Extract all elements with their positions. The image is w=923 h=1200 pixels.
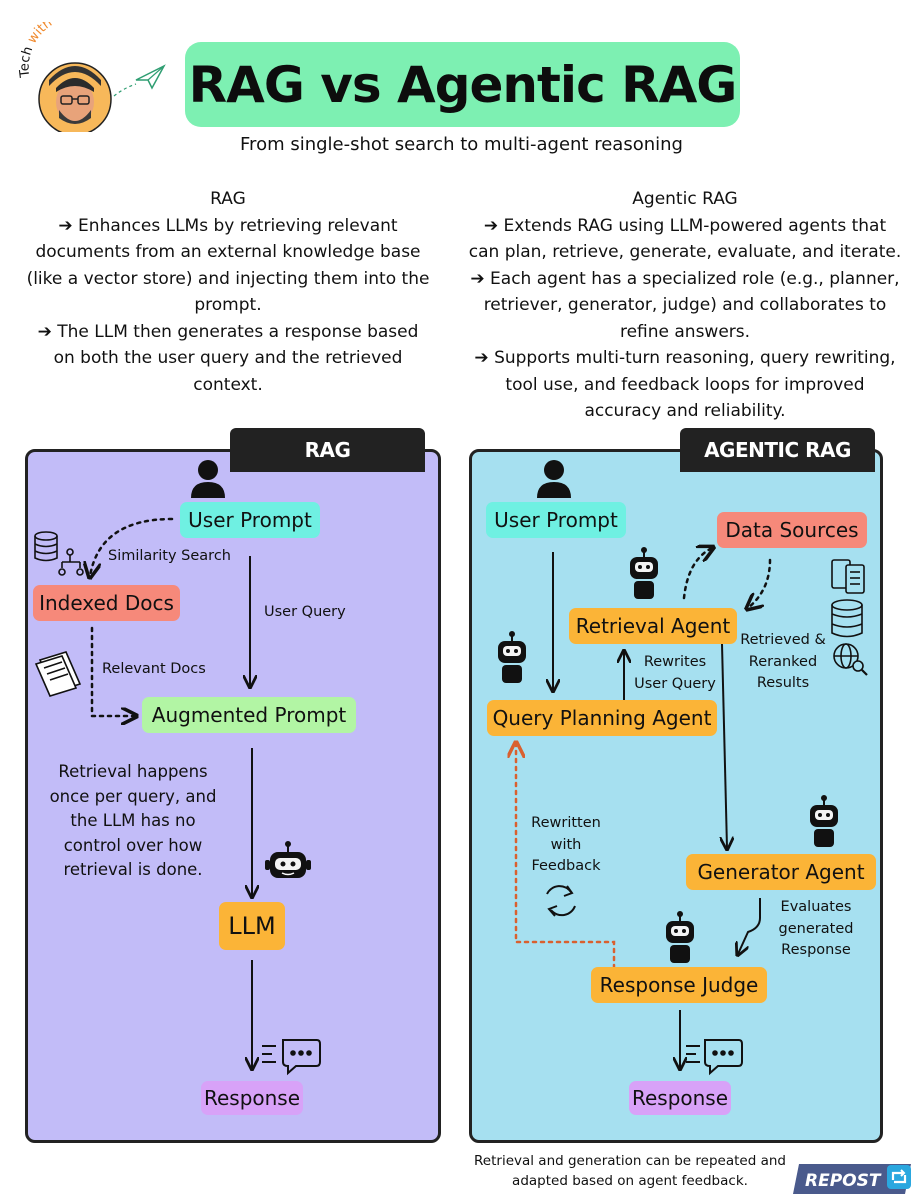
agentic-user-prompt-node: User Prompt	[486, 502, 626, 538]
robot-icon	[265, 841, 311, 878]
rag-note-line: Retrieval happens	[58, 762, 208, 781]
evaluates-response-line: generated	[778, 920, 854, 937]
rag-note-line: control over how	[63, 835, 203, 855]
rag-description-line: (like a vector store) and injecting them…	[26, 268, 430, 289]
agentic-rag-tab: AGENTIC RAG	[680, 428, 875, 472]
evaluates-response-line: Response	[781, 942, 851, 958]
retrieved-reranked-line: Reranked	[748, 653, 818, 670]
arrow-sources-to-retrieval	[748, 558, 772, 608]
rag-description-line: on both the user query and the retrieved	[53, 348, 403, 368]
avatar	[38, 62, 112, 132]
agentic-description-line: accuracy and reliability.	[584, 401, 786, 421]
llm-node: LLM	[219, 902, 285, 950]
indexed-docs-node: Indexed Docs	[33, 585, 180, 621]
refresh-cycle-icon	[546, 885, 576, 917]
response-judge-node: Response Judge	[591, 967, 767, 1003]
robot-icon	[810, 795, 838, 847]
user-icon	[191, 460, 225, 498]
rewritten-feedback-line: with	[550, 836, 582, 853]
agentic-response-node: Response	[629, 1081, 731, 1115]
agentic-description-line: retriever, generator, judge) and collabo…	[483, 295, 887, 315]
arrow-judge-to-planning-feedback	[516, 744, 616, 970]
footnote-line: Retrieval and generation can be repeated…	[474, 1153, 786, 1169]
rag-description-heading: RAG	[210, 189, 246, 209]
rag-tab: RAG	[230, 428, 425, 472]
agentic-description-line: can plan, retrieve, generate, evaluate, …	[468, 242, 902, 262]
arrow-generator-to-judge	[738, 898, 761, 954]
rewritten-feedback-line: Rewritten	[531, 815, 601, 831]
rag-description-line: documents from an external knowledge bas…	[35, 242, 421, 262]
database-tree-icon	[34, 531, 84, 576]
robot-icon	[498, 631, 526, 683]
similarity-search-label: Similarity Search	[108, 548, 231, 564]
retrieval-agent-node: Retrieval Agent	[569, 608, 737, 644]
retrieved-reranked-label: Retrieved & Reranked Results	[738, 630, 828, 695]
rag-description-line: ➔ Enhances LLMs by retrieving relevant	[58, 215, 398, 236]
user-query-label: User Query	[264, 604, 346, 620]
agentic-description: Agentic RAG ➔ Extends RAG using LLM-powe…	[460, 186, 910, 425]
page-subtitle: From single-shot search to multi-agent r…	[240, 134, 683, 155]
arrow-indexed-to-augmented	[90, 626, 135, 716]
retrieved-reranked-line: Retrieved &	[740, 632, 826, 648]
evaluates-response-line: Evaluates	[780, 899, 852, 915]
rewrites-user-query-line: User Query	[634, 675, 716, 692]
rewrites-user-query-label: Rewrites User Query	[630, 652, 720, 695]
rag-response-node: Response	[201, 1081, 303, 1115]
chat-response-icon	[262, 1039, 321, 1076]
rag-note-line: retrieval is done.	[63, 860, 203, 879]
arrow-prompt-to-indexed	[90, 517, 174, 576]
rag-note: Retrieval happens once per query, and th…	[38, 760, 228, 883]
agentic-description-line: tool use, and feedback loops for improve…	[505, 374, 865, 395]
footnote: Retrieval and generation can be repeated…	[455, 1151, 805, 1191]
rag-description-line: prompt.	[194, 295, 262, 315]
rag-note-line: once per query, and	[49, 786, 217, 806]
agentic-description-line: ➔ Extends RAG using LLM-powered agents t…	[483, 215, 887, 236]
rag-note-line: the LLM has no	[70, 811, 196, 830]
rag-description-line: context.	[193, 374, 263, 395]
agentic-description-line: ➔ Each agent has a specialized role (e.g…	[470, 268, 900, 289]
paper-plane-icon	[113, 64, 166, 97]
relevant-docs-label: Relevant Docs	[102, 661, 206, 677]
database-icon	[831, 599, 863, 638]
repost-icon	[887, 1165, 911, 1189]
query-planning-agent-node: Query Planning Agent	[487, 700, 717, 736]
evaluates-response-label: Evaluates generated Response	[772, 897, 860, 962]
robot-icon	[666, 911, 694, 963]
globe-search-icon	[833, 643, 868, 676]
generator-agent-node: Generator Agent	[686, 854, 876, 890]
rewritten-feedback-label: Rewritten with Feedback	[524, 813, 608, 878]
agentic-description-heading: Agentic RAG	[632, 189, 738, 209]
data-sources-node: Data Sources	[717, 512, 867, 548]
title-banner: RAG vs Agentic RAG	[185, 42, 740, 127]
brand-logo: Tech with Mak	[18, 22, 166, 132]
rag-description-line: ➔ The LLM then generates a response base…	[37, 321, 419, 342]
retrieved-reranked-line: Results	[756, 675, 810, 691]
page-title: RAG vs Agentic RAG	[188, 55, 738, 114]
rag-user-prompt-node: User Prompt	[180, 502, 320, 538]
rag-description: RAG ➔ Enhances LLMs by retrieving releva…	[8, 186, 448, 398]
agentic-description-line: refine answers.	[619, 321, 751, 342]
documents-icon	[34, 651, 82, 697]
chat-response-icon	[686, 1039, 743, 1076]
server-icon	[831, 559, 865, 594]
repost-label: REPOST	[805, 1171, 882, 1191]
arrow-retrieval-to-sources	[682, 548, 712, 600]
repost-button[interactable]: REPOST	[791, 1160, 917, 1196]
robot-icon	[630, 547, 658, 599]
user-icon	[537, 460, 571, 498]
augmented-prompt-node: Augmented Prompt	[142, 697, 356, 733]
agentic-description-line: ➔ Supports multi-turn reasoning, query r…	[474, 348, 896, 368]
rewritten-feedback-line: Feedback	[531, 858, 601, 874]
rewrites-user-query-line: Rewrites	[643, 654, 707, 670]
arrow-retrieval-to-generator	[722, 643, 727, 848]
footnote-line: adapted based on agent feedback.	[512, 1173, 748, 1189]
agentic-rag-panel	[469, 449, 883, 1143]
